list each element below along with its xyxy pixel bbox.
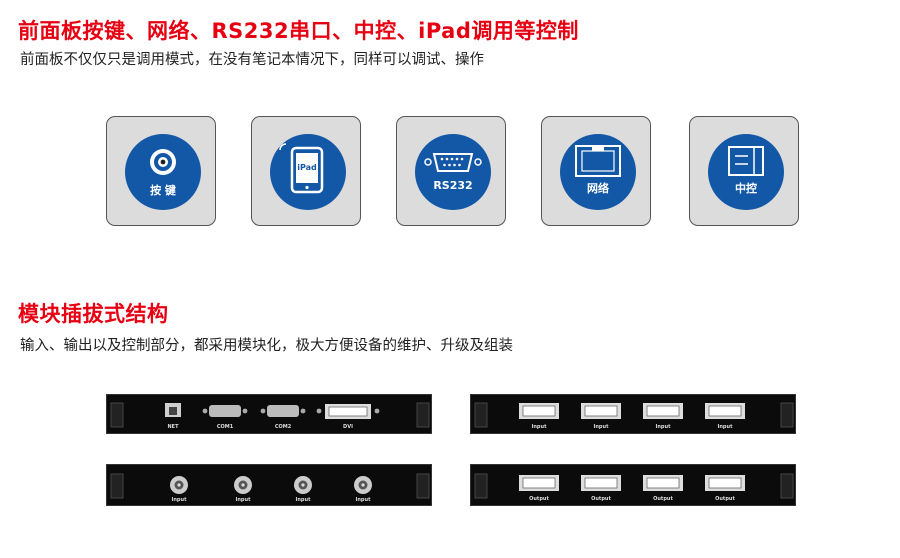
ipad-glyph: iPad bbox=[297, 163, 317, 172]
tile-button-label: 按 键 bbox=[150, 184, 176, 197]
section2-subtitle: 输入、输出以及控制部分，都采用模块化，极大方便设备的维护、升级及组装 bbox=[20, 338, 513, 354]
control-label-com1: COM1 bbox=[216, 424, 234, 430]
tile-ipad[interactable]: iPad bbox=[251, 116, 361, 226]
dvi-input-label-3: Input bbox=[655, 424, 671, 430]
bnc-input-label-4: Input bbox=[355, 497, 371, 503]
dvi-input-label-4: Input bbox=[717, 424, 733, 430]
section1-subtitle: 前面板不仅仅只是调用模式，在没有笔记本情况下，同样可以调试、操作 bbox=[20, 52, 484, 68]
bnc-input-module-panel: Input Input Input Input bbox=[106, 464, 432, 506]
dvi-input-label-1: Input bbox=[531, 424, 547, 430]
tile-rs232-circle: RS232 bbox=[415, 134, 491, 210]
dvi-output-label-4: Output bbox=[715, 496, 735, 502]
tile-button-circle: 按 键 bbox=[125, 134, 201, 210]
control-label-dvi: DVI bbox=[343, 424, 353, 430]
control-module-panel: NET COM1 COM2 DVI bbox=[106, 394, 432, 434]
tile-central-control[interactable]: 中控 bbox=[689, 116, 799, 226]
dvi-output-label-2: Output bbox=[591, 496, 611, 502]
tile-network-label: 网络 bbox=[587, 182, 609, 195]
tile-rs232-label: RS232 bbox=[433, 179, 473, 192]
bnc-input-label-2: Input bbox=[235, 497, 251, 503]
control-label-net: NET bbox=[167, 424, 179, 430]
tile-central-control-label: 中控 bbox=[735, 182, 757, 195]
network-icon bbox=[575, 145, 621, 177]
control-label-com2: COM2 bbox=[274, 424, 292, 430]
tile-ipad-circle: iPad bbox=[270, 134, 346, 210]
central-control-icon bbox=[728, 146, 764, 176]
ipad-icon bbox=[275, 139, 324, 194]
tile-network[interactable]: 网络 bbox=[541, 116, 651, 226]
tile-rs232[interactable]: RS232 bbox=[396, 116, 506, 226]
dvi-input-module-panel: Input Input Input Input bbox=[470, 394, 796, 434]
tile-network-circle: 网络 bbox=[560, 134, 636, 210]
tile-button[interactable]: 按 键 bbox=[106, 116, 216, 226]
dvi-output-label-1: Output bbox=[529, 496, 549, 502]
knob-icon bbox=[150, 149, 176, 175]
dvi-output-label-3: Output bbox=[653, 496, 673, 502]
dvi-input-label-2: Input bbox=[593, 424, 609, 430]
tile-central-control-circle: 中控 bbox=[708, 134, 784, 210]
bnc-input-label-3: Input bbox=[295, 497, 311, 503]
serial-port-icon bbox=[424, 153, 482, 172]
bnc-input-label-1: Input bbox=[171, 497, 187, 503]
section2-title: 模块插拔式结构 bbox=[18, 302, 169, 326]
section1-title: 前面板按键、网络、RS232串口、中控、iPad调用等控制 bbox=[18, 19, 579, 43]
dvi-output-module-panel: Output Output Output Output bbox=[470, 464, 796, 506]
